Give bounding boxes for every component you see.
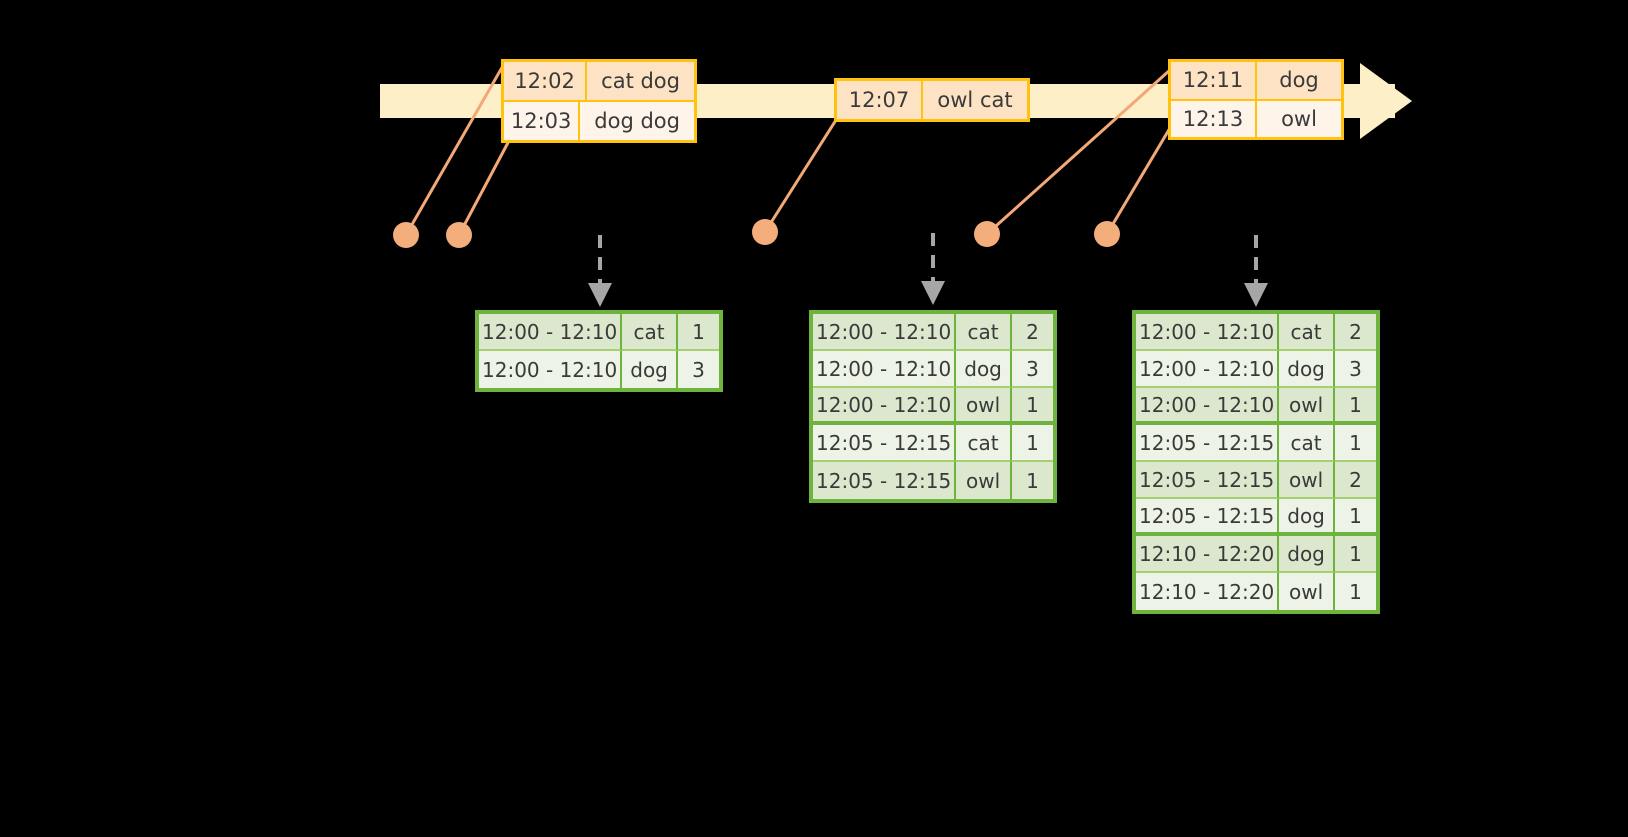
- event-row[interactable]: 12:13 owl: [1171, 98, 1341, 137]
- emit-arrow-3: [1244, 235, 1268, 307]
- cell-window: 12:05 - 12:15: [1136, 499, 1280, 536]
- event-dot-4: [974, 221, 1000, 247]
- cell-count: 1: [1334, 536, 1377, 573]
- event-payload: owl: [1257, 100, 1341, 137]
- cell-count: 3: [1011, 351, 1054, 388]
- event-time: 12:02: [504, 62, 588, 100]
- emit-arrows: [588, 233, 1268, 307]
- event-time: 12:13: [1171, 100, 1257, 137]
- event-group-2[interactable]: 12:07 owl cat: [834, 78, 1030, 122]
- event-time: 12:11: [1171, 62, 1257, 99]
- cell-window: 12:00 - 12:10: [813, 314, 957, 351]
- cell-key: cat: [622, 314, 678, 351]
- event-dot-2: [446, 222, 472, 248]
- cell-key: cat: [956, 314, 1012, 351]
- cell-window: 12:05 - 12:15: [813, 425, 957, 462]
- cell-count: 1: [1011, 388, 1054, 425]
- connector-line-5: [1105, 126, 1172, 236]
- cell-window: 12:00 - 12:10: [1136, 388, 1280, 425]
- cell-key: dog: [1279, 351, 1335, 388]
- emit-arrow-1: [588, 235, 612, 307]
- cell-key: cat: [956, 425, 1012, 462]
- event-time: 12:07: [837, 81, 923, 119]
- cell-window: 12:00 - 12:10: [479, 351, 623, 388]
- event-row[interactable]: 12:11 dog: [1171, 62, 1341, 99]
- event-dot-5: [1094, 221, 1120, 247]
- event-payload: dog dog: [580, 102, 694, 140]
- emission-dots: [393, 219, 1120, 248]
- cell-window: 12:00 - 12:10: [479, 314, 623, 351]
- event-payload: owl cat: [923, 81, 1027, 119]
- cell-key: owl: [1279, 388, 1335, 425]
- cell-key: owl: [1279, 573, 1335, 610]
- cell-count: 3: [677, 351, 720, 388]
- cell-count: 1: [1011, 425, 1054, 462]
- event-dot-3: [752, 219, 778, 245]
- cell-count: 1: [677, 314, 720, 351]
- cell-key: dog: [956, 351, 1012, 388]
- cell-count: 1: [1334, 425, 1377, 462]
- cell-window: 12:05 - 12:15: [813, 462, 957, 499]
- cell-count: 1: [1011, 462, 1054, 499]
- cell-key: cat: [1279, 314, 1335, 351]
- cell-key: owl: [956, 462, 1012, 499]
- cell-count: 3: [1334, 351, 1377, 388]
- event-row[interactable]: 12:07 owl cat: [837, 81, 1027, 119]
- cell-window: 12:10 - 12:20: [1136, 573, 1280, 610]
- emit-arrow-2: [921, 233, 945, 305]
- cell-key: dog: [622, 351, 678, 388]
- cell-count: 2: [1334, 462, 1377, 499]
- connector-line-1: [404, 62, 506, 237]
- cell-key: dog: [1279, 536, 1335, 573]
- event-row[interactable]: 12:02 cat dog: [504, 62, 694, 100]
- cell-key: owl: [1279, 462, 1335, 499]
- cell-key: cat: [1279, 425, 1335, 462]
- event-group-1[interactable]: 12:02 cat dog 12:03 dog dog: [501, 59, 697, 143]
- cell-key: dog: [1279, 499, 1335, 536]
- cell-window: 12:05 - 12:15: [1136, 425, 1280, 462]
- cell-window: 12:00 - 12:10: [1136, 351, 1280, 388]
- cell-count: 1: [1334, 499, 1377, 536]
- connector-line-3: [763, 118, 838, 234]
- cell-window: 12:00 - 12:10: [813, 388, 957, 425]
- cell-count: 1: [1334, 573, 1377, 610]
- event-row[interactable]: 12:03 dog dog: [504, 100, 694, 140]
- cell-window: 12:00 - 12:10: [1136, 314, 1280, 351]
- cell-count: 2: [1011, 314, 1054, 351]
- cell-key: owl: [956, 388, 1012, 425]
- cell-window: 12:05 - 12:15: [1136, 462, 1280, 499]
- cell-count: 1: [1334, 388, 1377, 425]
- event-group-3[interactable]: 12:11 dog 12:13 owl: [1168, 59, 1344, 140]
- event-payload: dog: [1257, 62, 1341, 99]
- cell-window: 12:10 - 12:20: [1136, 536, 1280, 573]
- event-dot-1: [393, 222, 419, 248]
- event-payload: cat dog: [587, 62, 694, 100]
- cell-count: 2: [1334, 314, 1377, 351]
- event-time: 12:03: [504, 102, 581, 140]
- cell-window: 12:00 - 12:10: [813, 351, 957, 388]
